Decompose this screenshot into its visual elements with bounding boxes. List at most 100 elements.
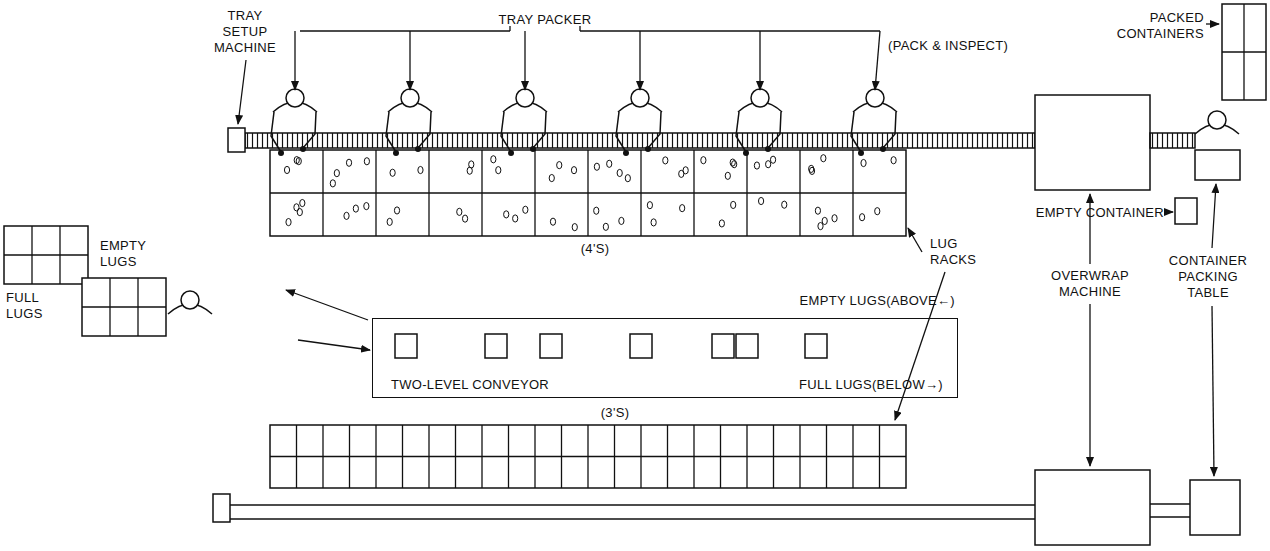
lug-on-conveyor <box>540 334 562 358</box>
tray-packer-arm <box>303 112 316 148</box>
tray-packer-arm <box>736 112 746 152</box>
roller-conveyor-edge <box>1150 516 1190 517</box>
tray-packer-hand <box>765 146 771 152</box>
tray-packer-hand <box>530 146 536 152</box>
part-label: EMPTY CONTAINER <box>1028 205 1164 221</box>
leader-arrow <box>1089 194 1090 264</box>
fruit <box>387 218 392 225</box>
fruit <box>294 157 299 164</box>
tray-packer-arm <box>501 112 511 152</box>
tray-packer-arm <box>851 112 861 152</box>
lug-handler-head <box>181 291 199 309</box>
fruit <box>617 169 622 176</box>
tray-packer-hand <box>858 150 864 156</box>
container-packing-table <box>1190 480 1240 535</box>
fruit <box>701 157 706 164</box>
tray-packer-hand <box>393 150 399 156</box>
fruit <box>491 156 496 163</box>
tray-packer-head <box>866 89 884 107</box>
tray-setup-machine <box>228 128 245 152</box>
fruit <box>523 206 528 213</box>
fruit <box>818 223 823 230</box>
overwrap-machine <box>1035 470 1150 545</box>
roller-conveyor-edge <box>230 518 1035 519</box>
fruit <box>550 218 555 225</box>
tray-packer-arm <box>533 112 546 148</box>
fruit <box>732 161 737 168</box>
fruit <box>504 211 509 218</box>
fruit <box>861 159 866 166</box>
lug-on-conveyor <box>630 334 652 358</box>
fruit <box>731 201 736 208</box>
fruit <box>719 220 724 227</box>
leader-arrow <box>759 31 760 90</box>
tray-packer-hand <box>743 150 749 156</box>
fruit <box>625 175 630 182</box>
tray-setup-machine <box>213 494 230 522</box>
fruit <box>571 167 576 174</box>
tray-packer-head <box>751 89 769 107</box>
tray-packer-hand <box>278 150 284 156</box>
fruit <box>594 207 599 214</box>
leader-arrow <box>1212 306 1214 476</box>
fruit <box>297 208 302 215</box>
fruit <box>418 166 423 173</box>
part-label: CONTAINER PACKING TABLE <box>1160 253 1256 301</box>
flow-note: EMPTY LUGS(ABOVE←) <box>800 293 955 309</box>
fruit <box>462 215 467 222</box>
part-label: LUG RACKS <box>930 236 992 268</box>
fruit <box>770 156 775 163</box>
tray-packer-hand <box>300 146 306 152</box>
fruit <box>300 199 305 206</box>
fruit <box>353 205 358 212</box>
fruit <box>679 170 684 177</box>
fruit <box>467 167 472 174</box>
tray-packer-arm <box>616 112 626 152</box>
roller-conveyor <box>245 133 1035 148</box>
lug-on-conveyor <box>395 334 417 358</box>
fruit <box>394 207 399 214</box>
fruit <box>730 159 735 166</box>
tray-packer-hand <box>415 146 421 152</box>
part-label: (3'S) <box>585 405 645 421</box>
leader-arrow <box>1166 211 1173 212</box>
part-label: EMPTY LUGS <box>100 238 162 270</box>
fruit <box>572 224 577 231</box>
tray-packer-head <box>516 89 534 107</box>
fruit <box>496 167 501 174</box>
leader-arrow <box>639 31 640 90</box>
tray-packer-head <box>631 89 649 107</box>
fruit <box>364 203 369 210</box>
two-level-conveyor: EMPTY LUGS(ABOVE←)TWO-LEVEL CONVEYORFULL… <box>372 318 958 398</box>
container-packer-head <box>1208 111 1226 129</box>
fruit <box>557 162 562 169</box>
roller-conveyor <box>1150 133 1195 148</box>
fruit <box>875 208 880 215</box>
fruit <box>891 157 896 164</box>
conveyor-name: TWO-LEVEL CONVEYOR <box>391 377 549 393</box>
packed-containers <box>1222 4 1266 100</box>
fruit <box>346 159 351 166</box>
fruit <box>344 212 349 219</box>
tray-packer-hand <box>645 146 651 152</box>
fruit <box>647 202 652 209</box>
tray-packer-arm <box>418 112 431 148</box>
tray-packer-arm <box>768 112 781 148</box>
fruit <box>513 215 518 222</box>
leader-arrow <box>1089 304 1090 466</box>
fruit <box>758 197 763 204</box>
leader-arrow <box>238 60 246 124</box>
lug-on-conveyor <box>485 334 507 358</box>
tray-packer-hand <box>880 146 886 152</box>
part-label: PACKED CONTAINERS <box>1112 10 1204 42</box>
fruit <box>651 219 656 226</box>
fruit <box>330 180 335 187</box>
lug-rack-3s-divider <box>270 456 906 457</box>
full-lugs-stack <box>82 278 166 336</box>
fruit <box>334 170 339 177</box>
bracket-line <box>580 30 880 31</box>
leader-arrow <box>1206 23 1219 24</box>
fruit <box>607 160 612 167</box>
lug-on-conveyor <box>805 334 827 358</box>
